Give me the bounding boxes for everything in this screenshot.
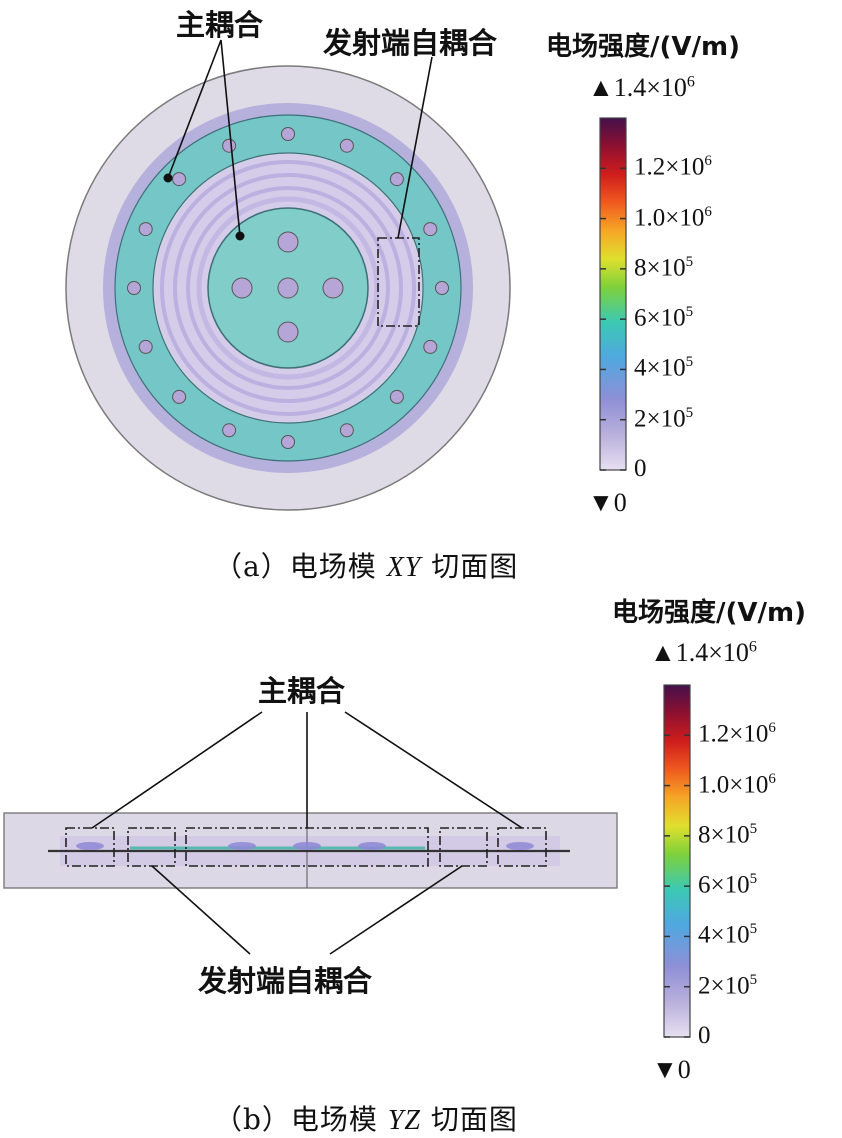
colorbar-a [599,117,627,471]
colorbar-tick-label: 2×105 [634,404,694,433]
ring-hole [281,435,295,449]
field-line [186,186,390,390]
ring-hole [138,222,153,237]
ring-hole [222,423,237,438]
ring-hole [435,281,449,295]
ring-hole [281,127,295,141]
label-self-coupling-a: 发射端自耦合 [323,26,498,60]
ring-hole [423,222,438,237]
colorbar-tick-label: 6×105 [634,304,694,332]
leader-dot [163,173,173,183]
colorbar-tick-label: 8×105 [634,253,694,282]
colorbar-b-max: ▲1.4×106 [650,638,757,667]
colorbar-tick-label: 1.2×106 [634,153,712,181]
colorbar-b-title: 电场强度/(V/m) [612,598,806,628]
field-line [196,196,380,380]
ring-hole [339,138,354,153]
ring-hole [389,389,404,404]
ring-hole [127,281,141,295]
colorbar-b-min: ▼0 [652,1055,691,1084]
ring-hole [138,339,153,354]
leader-dot [235,231,245,241]
colorbar-b-ticks [664,734,690,1038]
ring-outer-edge [114,114,462,462]
colorbar-a-title: 电场强度/(V/m) [546,32,740,62]
yz-hotspots [76,842,534,850]
ring-hole [339,423,354,438]
ring-halo [103,103,473,473]
colorbar-a-min: ▼0 [588,488,627,517]
colorbar-tick-label: 4×105 [634,354,694,382]
ring-inner-edge [152,152,424,424]
label-main-coupling-b: 主耦合 [258,674,346,708]
label-main-coupling-a: 主耦合 [176,8,264,42]
ring-hole [389,172,404,187]
ring-hole [222,138,237,153]
colorbar-tick-label: 1.0×106 [698,770,776,798]
field-line [173,173,403,403]
caption-b: （b）电场模 YZ 切面图 [214,1103,518,1136]
colorbar-tick-label: 0 [698,1022,711,1049]
ring-hole [172,172,187,187]
leaders-b [91,711,523,955]
center-holes [231,231,344,343]
leaders-a [167,39,433,239]
colorbar-tick-label: 1.2×106 [698,720,776,748]
colorbar-a-ticks [600,167,626,471]
field-line [160,160,416,416]
label-self-coupling-b: 发射端自耦合 [198,964,373,998]
colorbar-b [663,684,691,1038]
colorbar-tick-label: 0 [634,455,647,482]
colorbar-tick-label: 2×105 [698,971,758,1000]
colorbar-tick-label: 8×105 [698,820,758,849]
caption-a: （a）电场模 XY 切面图 [214,550,519,583]
colorbar-a-max: ▲1.4×106 [588,73,695,102]
ring-hole [172,389,187,404]
colorbar-tick-label: 6×105 [698,871,758,899]
colorbar-tick-label: 1.0×106 [634,203,712,231]
colorbar-tick-label: 4×105 [698,921,758,949]
ring-hole [423,339,438,354]
ring-holes [127,127,449,449]
